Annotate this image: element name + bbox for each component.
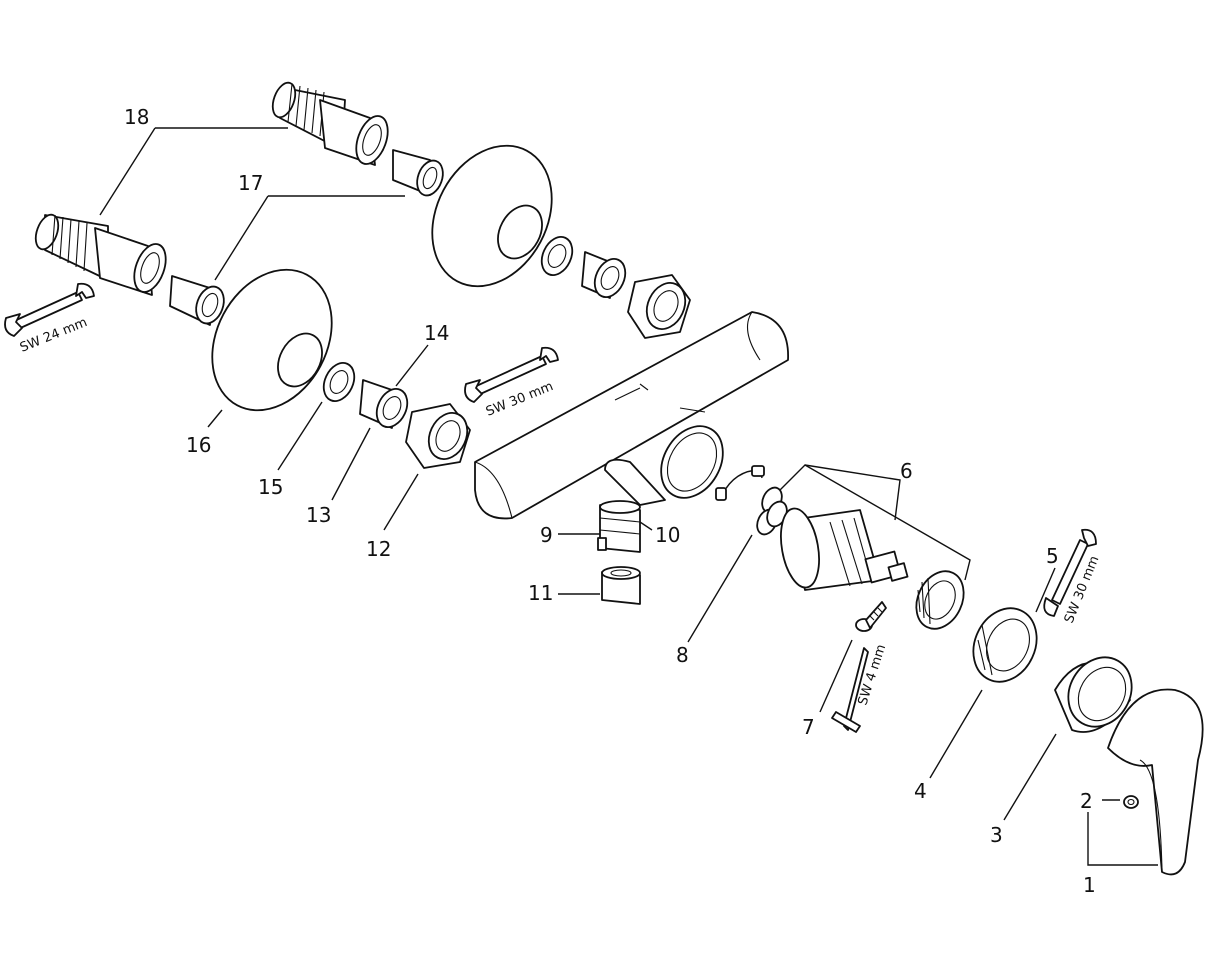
part-17-lower-nipple xyxy=(169,275,225,326)
part-13-lower-nipple xyxy=(359,379,409,429)
part-11-insert xyxy=(601,566,641,605)
part-15-lower-washer xyxy=(322,362,356,402)
part-14-upper-nipple xyxy=(581,251,627,299)
callout-1: 1 xyxy=(1083,873,1096,897)
callout-18: 18 xyxy=(124,105,149,129)
callout-8: 8 xyxy=(676,643,689,667)
part-16-lower-escutcheon xyxy=(211,268,333,412)
callout-10: 10 xyxy=(655,523,680,547)
part-3-cover xyxy=(1054,656,1133,733)
callout-13: 13 xyxy=(306,503,331,527)
part-12-lower-nut xyxy=(405,403,471,469)
callout-5: 5 xyxy=(1046,544,1059,568)
part-15-upper-washer xyxy=(540,236,574,276)
part-18-upper-connector xyxy=(271,81,389,166)
part-2-grub-screw xyxy=(1123,795,1139,809)
part-1-lever-handle xyxy=(1107,688,1204,876)
leader-lines xyxy=(99,127,1158,866)
part-6-threaded-ring xyxy=(915,570,965,630)
wrench-sw24-icon xyxy=(4,282,95,337)
part-8-o-rings xyxy=(756,486,788,536)
part-7-screw xyxy=(855,601,887,632)
hex-key-icon xyxy=(831,647,869,733)
callout-16: 16 xyxy=(186,433,211,457)
wrench-sw30-right-icon xyxy=(1043,528,1097,617)
callout-12: 12 xyxy=(366,537,391,561)
callout-7: 7 xyxy=(802,715,815,739)
part-4-nut xyxy=(972,607,1038,683)
part-17-upper-nipple xyxy=(392,149,444,197)
retaining-clip xyxy=(715,465,765,501)
part-16-upper-escutcheon xyxy=(431,144,553,288)
part-12-upper-nut xyxy=(627,274,691,339)
callout-11: 11 xyxy=(528,581,553,605)
callout-17: 17 xyxy=(238,171,263,195)
callout-9: 9 xyxy=(540,523,553,547)
callout-6: 6 xyxy=(900,459,913,483)
callout-15: 15 xyxy=(258,475,283,499)
part-9-10-check-valve xyxy=(597,500,641,553)
wrench-sw30-mid-icon xyxy=(464,346,559,403)
mixer-body xyxy=(474,311,789,520)
callout-4: 4 xyxy=(914,779,927,803)
callout-2: 2 xyxy=(1080,789,1093,813)
callout-labels: 1 2 3 4 5 6 7 8 9 10 11 12 13 14 15 16 1… xyxy=(124,105,1096,897)
tool-labels: SW 24 mm SW 30 mm SW 30 mm SW 4 mm xyxy=(18,315,1103,707)
callout-3: 3 xyxy=(990,823,1003,847)
callout-14: 14 xyxy=(424,321,449,345)
part-18-lower-connector xyxy=(34,213,167,296)
part-6-cartridge xyxy=(780,507,909,591)
